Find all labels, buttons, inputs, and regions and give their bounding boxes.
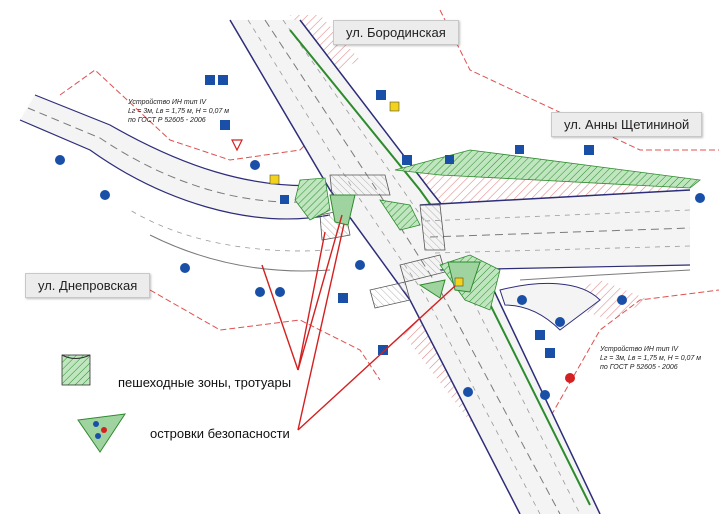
note-left-line: по ГОСТ Р 52605 - 2006 — [128, 117, 206, 124]
note-left-line: Устройство ИН тип IV — [128, 99, 207, 106]
legend-label-sidewalks: пешеходные зоны, тротуары — [118, 375, 292, 390]
note-right-line: по ГОСТ Р 52605 - 2006 — [600, 364, 678, 371]
street-label-anny-shchetininoy: ул. Анны Щетининой — [551, 112, 703, 137]
street-label-borodinskaya: ул. Бородинская — [333, 20, 459, 45]
note-right-line: Lг = 3м, Lв = 1,75 м, H = 0,07 м — [600, 355, 702, 362]
note-left-line: Lг = 3м, Lв = 1,75 м, H = 0,07 м — [128, 108, 230, 115]
traffic-signs — [55, 75, 705, 400]
legend-island-swatch — [77, 413, 127, 453]
street-label-dneprovskaya: ул. Днепровская — [25, 273, 151, 298]
road-anny-shchetininoy — [419, 189, 691, 281]
legend-pointers — [261, 214, 456, 431]
note-right: Устройство ИН тип IV Lг = 3м, Lв = 1,75 … — [600, 345, 701, 372]
legend-sidewalk-swatch — [61, 354, 91, 386]
note-left: Устройство ИН тип IV Lг = 3м, Lв = 1,75 … — [128, 98, 229, 125]
road-ramp-southeast — [499, 283, 601, 331]
note-right-line: Устройство ИН тип IV — [600, 346, 679, 353]
legend-label-islands: островки безопасности — [150, 426, 290, 441]
